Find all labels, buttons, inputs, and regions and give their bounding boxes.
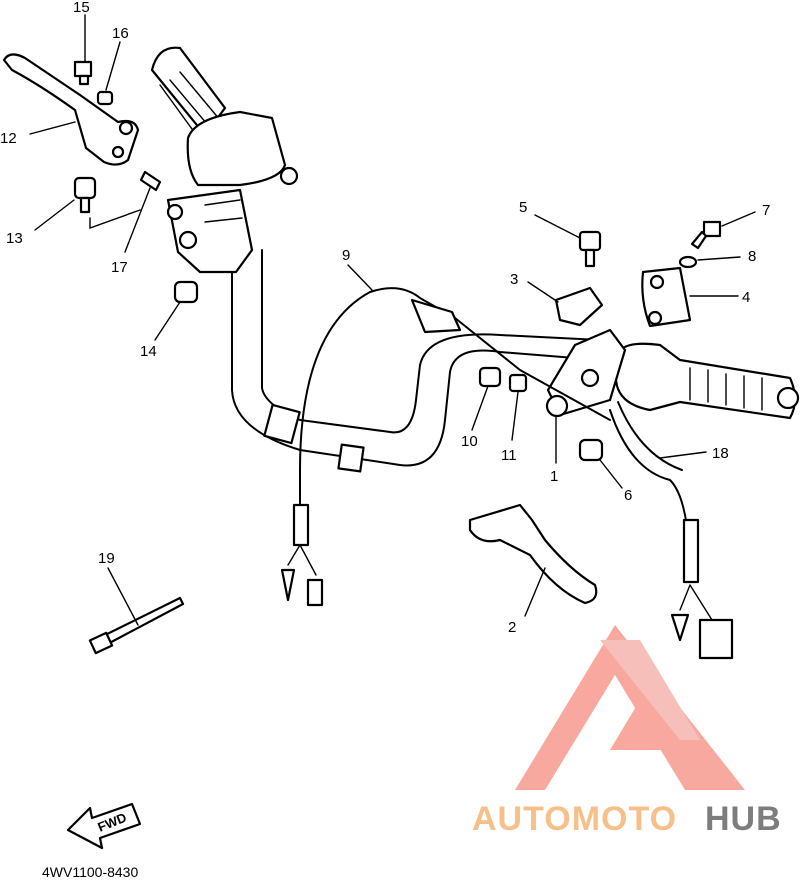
part-8-washer <box>678 255 698 269</box>
callout-7: 7 <box>762 202 770 219</box>
callout-9: 9 <box>342 247 350 264</box>
part-12-lever <box>2 53 140 166</box>
callout-4: 4 <box>742 289 750 306</box>
callout-6: 6 <box>624 487 632 504</box>
left-grip <box>150 46 299 187</box>
callout-13: 13 <box>6 230 23 247</box>
diagram-code: 4WV1100-8430 <box>42 864 138 880</box>
callout-11: 11 <box>501 447 517 464</box>
callout-12: 12 <box>0 130 17 147</box>
callout-10: 10 <box>461 433 478 450</box>
leader-lines <box>29 14 756 626</box>
part-2-lever <box>468 503 598 605</box>
watermark-text: AUTOMOTO HUB <box>472 800 782 838</box>
callout-8: 8 <box>748 248 756 265</box>
callout-3: 3 <box>510 271 518 288</box>
part-11-switch <box>508 373 528 393</box>
part-18-cable <box>609 401 734 660</box>
callout-1: 1 <box>550 468 558 485</box>
callout-17: 17 <box>111 259 128 276</box>
part-16-nut <box>96 90 114 106</box>
handlebar <box>231 249 601 473</box>
part-6-nut <box>578 438 604 462</box>
part-15-bolt <box>73 60 93 86</box>
callout-5: 5 <box>519 199 527 216</box>
part-9-cable <box>280 287 611 607</box>
watermark-brand-main: AUTOMOTO <box>472 800 677 838</box>
callout-16: 16 <box>112 25 129 42</box>
callout-2: 2 <box>508 619 516 636</box>
part-1-lever-holder <box>545 328 627 418</box>
callout-19: 19 <box>98 550 115 567</box>
callout-labels: 15 16 12 13 17 14 9 5 7 8 3 4 10 11 1 6 … <box>0 0 770 636</box>
part-19-cable-tie <box>88 596 185 655</box>
part-5-bolt <box>578 230 602 268</box>
callout-14: 14 <box>140 343 157 360</box>
fwd-arrow: FWD <box>66 802 142 850</box>
part-14-nut <box>173 280 199 304</box>
part-7-screw <box>690 220 722 250</box>
part-13-bolt <box>73 176 97 214</box>
watermark-brand-hub: HUB <box>705 800 782 838</box>
watermark-logo <box>515 625 745 790</box>
part-4-clamp <box>641 266 692 328</box>
part-17-screw <box>139 170 162 192</box>
left-master-cylinder <box>166 188 254 274</box>
part-10-switch <box>478 366 502 388</box>
part-3-bracket <box>554 286 604 327</box>
callout-18: 18 <box>712 445 729 462</box>
right-grip <box>614 342 800 420</box>
callout-15: 15 <box>73 0 90 16</box>
